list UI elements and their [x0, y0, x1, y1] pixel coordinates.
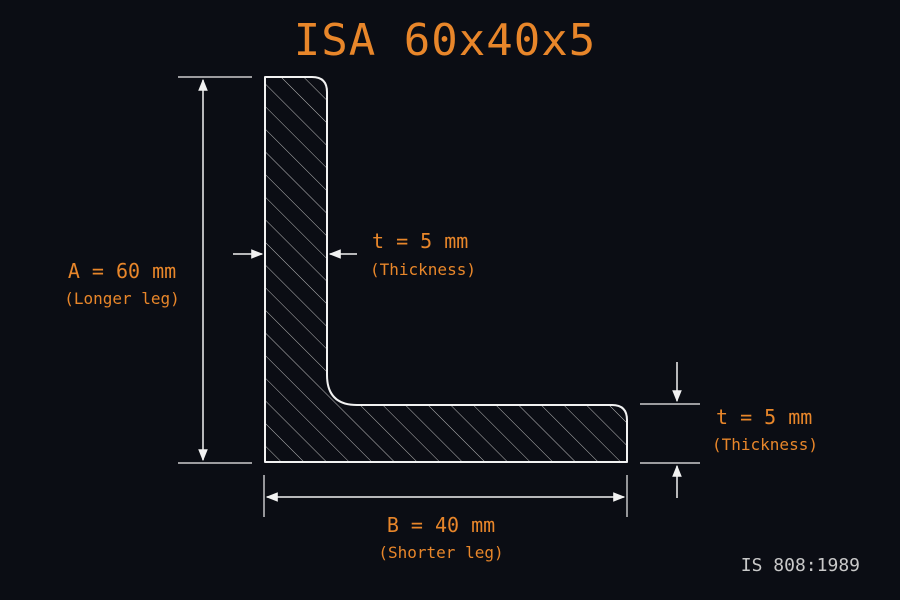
shorter-leg-description: (Shorter leg)	[378, 543, 503, 562]
longer-leg-description: (Longer leg)	[64, 289, 180, 308]
shorter-leg-label: B = 40 mm	[387, 513, 495, 537]
drawing-title: ISA 60x40x5	[294, 15, 596, 66]
vertical-thickness-label: t = 5 mm	[372, 229, 468, 253]
standard-reference: IS 808:1989	[741, 555, 860, 576]
horizontal-thickness-description: (Thickness)	[712, 435, 818, 454]
angle-profile	[264, 76, 628, 463]
vertical-thickness-description: (Thickness)	[370, 260, 476, 279]
horizontal-thickness-label: t = 5 mm	[716, 405, 812, 429]
longer-leg-label: A = 60 mm	[68, 259, 176, 283]
